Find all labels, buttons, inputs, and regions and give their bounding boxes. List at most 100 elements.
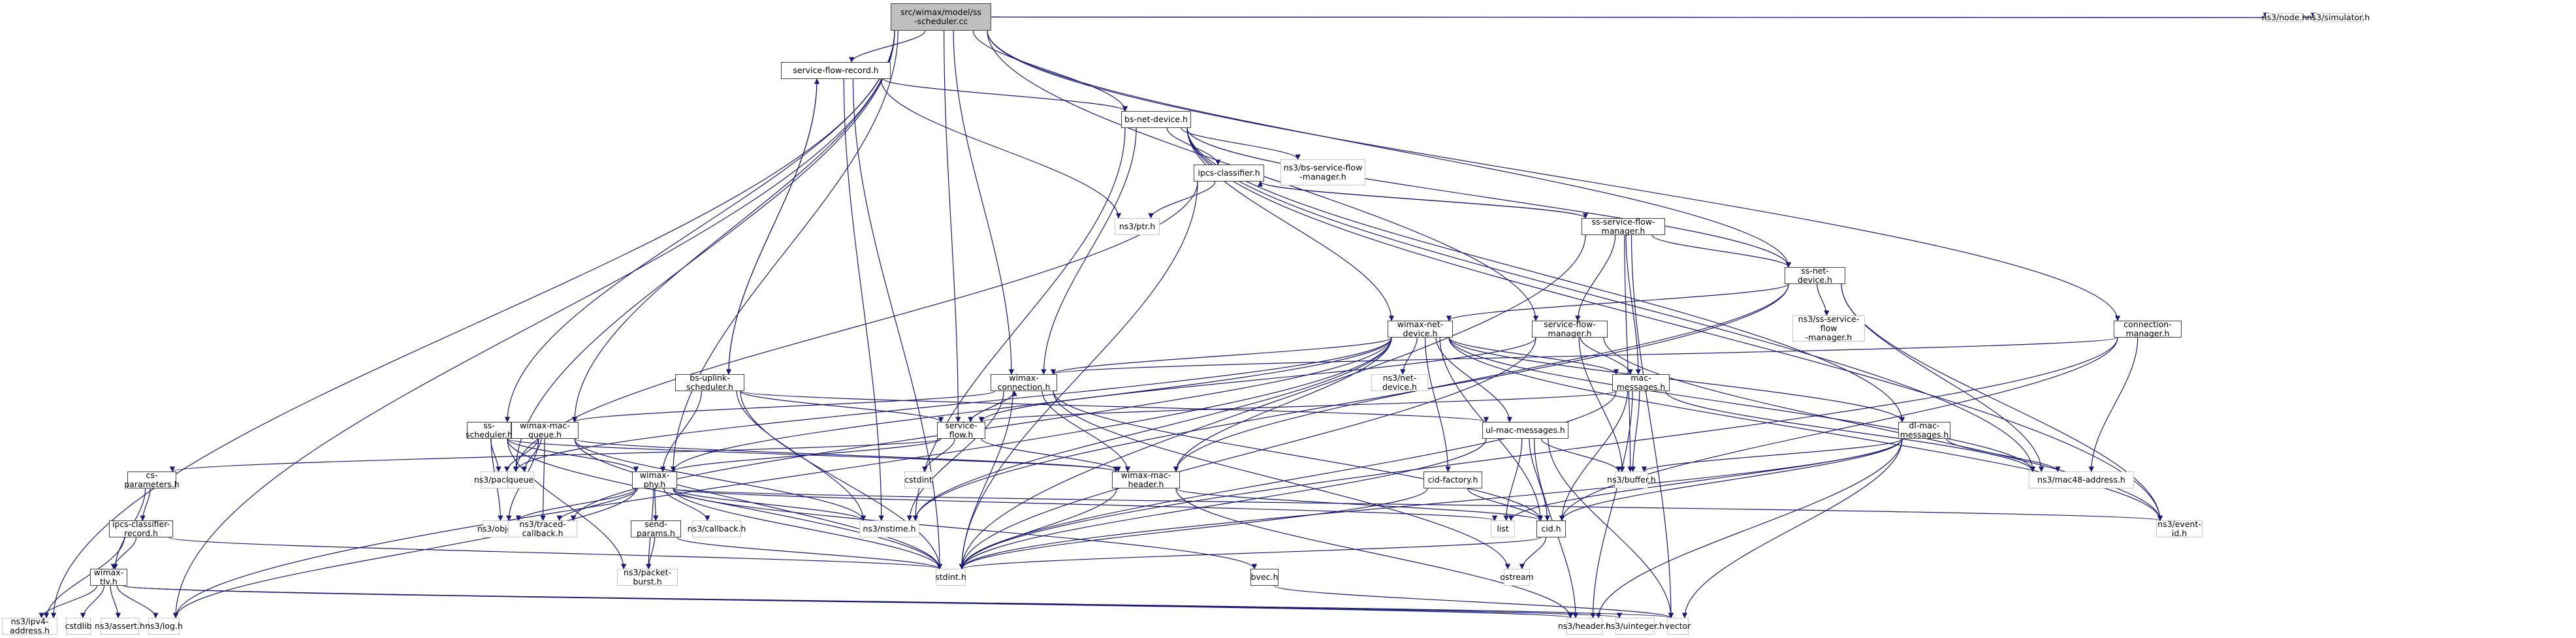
edge-wimax-tlv-to-ns3-ipv4-address xyxy=(39,585,97,618)
edge-ss-net-device-to-ns3-ss-service-flow-manager xyxy=(1817,283,1830,316)
edge-service-flow-manager-to-mac-messages xyxy=(1580,337,1633,375)
edge-ipcs-classifier-to-stdint xyxy=(959,181,1198,569)
edge-wimax-tlv-to-ns3-log xyxy=(116,585,159,618)
graph-node-mac-messages[interactable]: mac-messages.h xyxy=(1612,374,1670,392)
graph-node-ns3-ptr: ns3/ptr.h xyxy=(1115,218,1160,235)
edge-ss-service-flow-manager-to-ss-net-device xyxy=(1651,234,1792,268)
edge-cid-to-stdint xyxy=(959,537,1541,569)
graph-node-cid-factory[interactable]: cid-factory.h xyxy=(1423,471,1482,488)
edge-service-flow-record-to-ns3-nstime xyxy=(843,78,884,521)
edge-ss-net-device-to-ns3-mac48-address xyxy=(1841,283,2044,472)
graph-node-ipcs-classifier[interactable]: ipcs-classifier.h xyxy=(1194,165,1264,182)
edge-service-flow-manager-to-stdint xyxy=(959,337,1536,569)
edge-mac-messages-to-ns3-header xyxy=(1590,391,1633,618)
graph-node-connection-manager[interactable]: connection-manager.h xyxy=(2114,320,2182,338)
graph-node-ss-service-flow-manager[interactable]: ss-service-flow-manager.h xyxy=(1582,217,1665,236)
graph-node-wimax-net-device[interactable]: wimax-net-device.h xyxy=(1388,320,1453,338)
edge-ss-net-device-to-wimax-mac-header xyxy=(1173,283,1789,472)
edge-wimax-net-device-to-wimax-mac-header xyxy=(1173,337,1392,472)
graph-node-ns3-mac48-address: ns3/mac48-address.h xyxy=(2029,471,2134,488)
edge-bs-uplink-scheduler-to-wimax-phy xyxy=(660,391,702,472)
edge-dl-mac-messages-to-ns3-buffer xyxy=(1641,438,1903,472)
graph-node-ns3-nstime: ns3/nstime.h xyxy=(859,520,919,537)
edge-cid-factory-to-stdint xyxy=(959,488,1428,569)
graph-node-ns3-bs-service-flow-manager: ns3/bs-service-flow -manager.h xyxy=(1280,159,1365,185)
edge-ss-service-flow-manager-to-ns3-buffer xyxy=(1624,234,1633,472)
edge-mac-messages-to-ns3-buffer xyxy=(1630,391,1640,472)
edge-bs-net-device-to-ns3-event-id xyxy=(1186,127,2163,521)
edge-ipcs-classifier-to-ns3-ptr xyxy=(1148,181,1216,219)
graph-node-ns3-ipv4-address: ns3/ipv4-address.h xyxy=(2,617,57,635)
graph-node-bvec[interactable]: bvec.h xyxy=(1250,569,1279,586)
graph-node-ns3-ss-service-flow-manager: ns3/ss-service-flow -manager.h xyxy=(1792,315,1865,342)
graph-node-ul-mac-messages[interactable]: ul-mac-messages.h xyxy=(1482,422,1568,439)
graph-node-ns3-simulator: ns3/simulator.h xyxy=(2306,12,2370,22)
edge-bs-net-device-to-ss-net-device xyxy=(1186,127,1792,268)
graph-node-wimax-mac-header[interactable]: wimax-mac-header.h xyxy=(1112,471,1180,489)
edge-dl-mac-messages-to-list xyxy=(1508,438,1903,521)
edge-bs-uplink-scheduler-to-service-flow xyxy=(740,391,944,423)
edge-ss-net-device-to-wimax-net-device xyxy=(1446,283,1789,321)
graph-node-bs-uplink-scheduler[interactable]: bs-uplink-scheduler.h xyxy=(675,374,744,392)
edge-dl-mac-messages-to-stdint xyxy=(959,438,1903,569)
edge-wimax-mac-queue-to-ns3-packet xyxy=(504,438,539,472)
edge-wimax-connection-to-stdint xyxy=(959,391,1013,569)
graph-node-service-flow-manager[interactable]: service-flow-manager.h xyxy=(1532,320,1608,338)
graph-node-cid[interactable]: cid.h xyxy=(1536,520,1566,537)
edge-wimax-mac-header-to-ns3-header xyxy=(1175,488,1574,618)
edge-connection-manager-to-ns3-mac48-address xyxy=(2088,337,2139,472)
graph-node-cstdint: cstdint xyxy=(904,471,932,488)
edge-mac-messages-to-service-flow xyxy=(979,391,1617,423)
edge-root-to-ss-net-device xyxy=(987,30,1792,268)
edge-wimax-net-device-to-ns3-event-id xyxy=(1448,337,2163,521)
graph-node-wimax-mac-queue[interactable]: wimax-mac-queue.h xyxy=(511,421,579,439)
edge-root-to-ss-scheduler xyxy=(504,30,895,423)
graph-node-ipcs-classifier-record[interactable]: ipcs-classifier-record.h xyxy=(109,520,173,538)
graph-node-send-params[interactable]: send-params.h xyxy=(631,520,681,538)
edge-wimax-net-device-to-ns3-packet xyxy=(513,337,1392,472)
edge-ss-scheduler-to-wimax-phy xyxy=(507,438,639,472)
graph-node-service-flow-record[interactable]: service-flow-record.h xyxy=(781,62,891,79)
graph-node-ss-scheduler[interactable]: ss-scheduler.h xyxy=(466,421,513,439)
graph-node-ns3-log: ns3/log.h xyxy=(145,618,183,635)
graph-node-ns3-traced-callback: ns3/traced-callback.h xyxy=(508,520,577,538)
graph-node-wimax-connection[interactable]: wimax-connection.h xyxy=(991,374,1057,392)
graph-node-list: list xyxy=(1491,520,1515,537)
edge-connection-manager-to-wimax-connection xyxy=(1051,337,2118,375)
edge-cid-to-ostream xyxy=(1519,537,1547,569)
graph-node-root[interactable]: src/wimax/model/ss -scheduler.cc xyxy=(891,3,991,31)
edge-service-flow-to-cs-parameters xyxy=(170,438,942,472)
edge-ul-mac-messages-to-vector xyxy=(1548,438,1674,618)
edge-root-to-ns3-simulator xyxy=(991,14,2314,20)
edge-bs-net-device-to-wimax-connection xyxy=(1041,127,1137,375)
edge-service-flow-record-to-ns3-ptr xyxy=(880,78,1122,219)
edge-dl-mac-messages-to-vector xyxy=(1681,438,1903,618)
graph-node-ns3-callback: ns3/callback.h xyxy=(688,520,746,537)
edge-service-flow-to-wimax-phy xyxy=(670,438,942,472)
edge-service-flow-to-wimax-connection xyxy=(970,391,1017,423)
graph-node-service-flow[interactable]: service-flow.h xyxy=(937,421,985,439)
edge-root-to-wimax-connection xyxy=(953,30,1015,375)
edge-wimax-mac-queue-to-wimax-mac-header xyxy=(574,438,1119,472)
edge-send-params-to-ns3-packet-burst xyxy=(646,537,656,569)
edge-ul-mac-messages-to-list xyxy=(1503,438,1523,521)
edge-root-to-service-flow xyxy=(944,30,961,423)
graph-node-queue: queue xyxy=(507,471,534,488)
edge-wimax-mac-queue-to-ns3-nstime xyxy=(574,438,867,521)
edge-ss-scheduler-to-stdint xyxy=(507,438,943,569)
graph-node-cs-parameters[interactable]: cs-parameters.h xyxy=(124,470,180,489)
graph-node-bs-net-device[interactable]: bs-net-device.h xyxy=(1121,111,1191,128)
graph-node-wimax-tlv[interactable]: wimax-tlv.h xyxy=(90,568,127,586)
graph-node-ss-net-device[interactable]: ss-net-device.h xyxy=(1785,266,1845,285)
edge-service-flow-to-cstdint xyxy=(922,438,955,472)
edge-ul-mac-messages-to-stdint xyxy=(959,438,1487,569)
edge-wimax-tlv-to-ns3-assert xyxy=(110,585,121,618)
graph-node-wimax-phy[interactable]: wimax-phy.h xyxy=(632,471,677,489)
edge-wimax-mac-header-to-stdint xyxy=(959,488,1117,569)
edge-wimax-net-device-to-wimax-connection xyxy=(1051,337,1392,375)
graph-node-ostream: ostream xyxy=(1500,569,1534,586)
graph-node-ns3-assert: ns3/assert.h xyxy=(95,618,145,635)
edge-root-to-wimax-mac-queue xyxy=(571,30,895,423)
graph-node-ns3-uinteger: ns3/uinteger.h xyxy=(1606,618,1664,635)
graph-node-dl-mac-messages[interactable]: dl-mac-messages.h xyxy=(1898,421,1950,439)
